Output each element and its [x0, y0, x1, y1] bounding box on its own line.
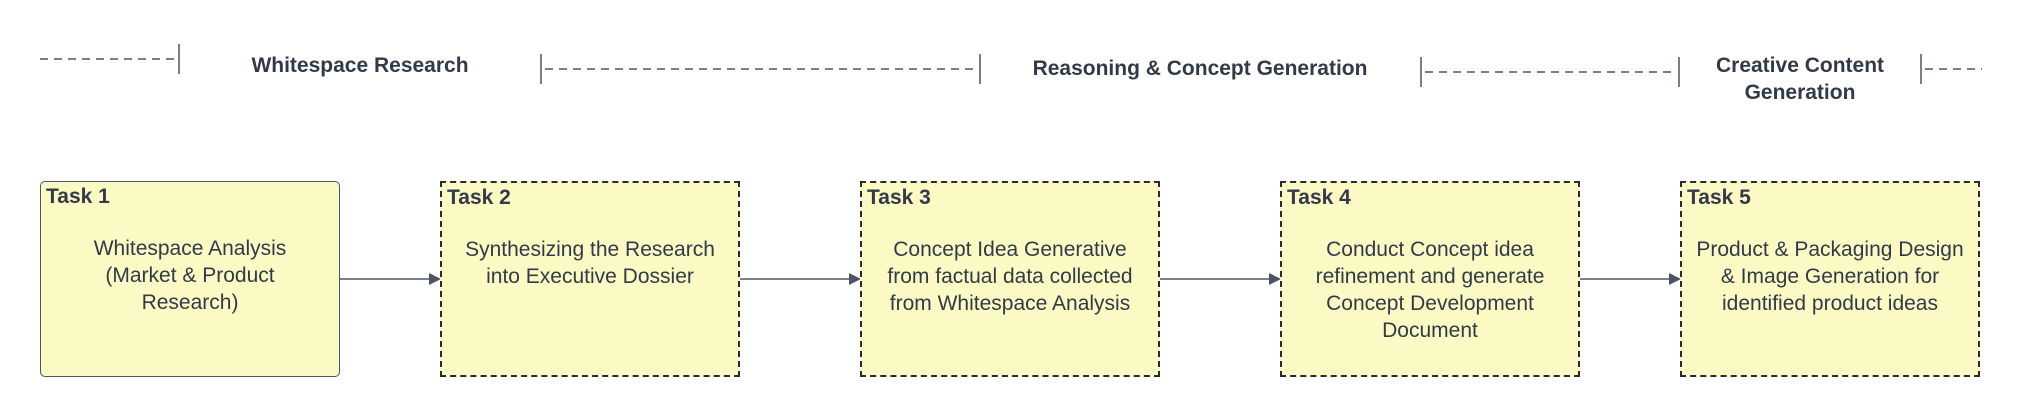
- task-description: Synthesizing the Research into Executive…: [465, 238, 715, 288]
- task-card-3: Task 3 Concept Idea Generative from fact…: [860, 181, 1160, 377]
- task-title: Task 2: [447, 186, 511, 209]
- arrowhead-icon: [1269, 273, 1281, 285]
- phase-label-whitespace-research: Whitespace Research: [251, 54, 469, 77]
- arrowhead-icon: [429, 273, 441, 285]
- task-description: Conduct Concept idea refinement and gene…: [1315, 238, 1545, 342]
- task-description: Product & Packaging Design & Image Gener…: [1696, 238, 1964, 315]
- task-card-1: Task 1 Whitespace Analysis (Market & Pro…: [40, 181, 340, 377]
- task-card-2: Task 2 Synthesizing the Research into Ex…: [440, 181, 740, 377]
- task-title: Task 3: [867, 186, 931, 209]
- arrowhead-icon: [849, 273, 861, 285]
- task-description: Concept Idea Generative from factual dat…: [887, 238, 1133, 315]
- arrowhead-icon: [1669, 273, 1681, 285]
- task-card-4: Task 4 Conduct Concept idea refinement a…: [1280, 181, 1580, 377]
- task-title: Task 4: [1287, 186, 1351, 209]
- phase-label-creative-content-generation: Creative Content Generation: [1715, 54, 1885, 104]
- task-title: Task 1: [46, 185, 110, 208]
- task-description: Whitespace Analysis (Market & Product Re…: [93, 237, 287, 314]
- task-title: Task 5: [1687, 186, 1751, 209]
- task-card-5: Task 5 Product & Packaging Design & Imag…: [1680, 181, 1980, 377]
- phase-label-reasoning-concept-generation: Reasoning & Concept Generation: [1032, 57, 1368, 80]
